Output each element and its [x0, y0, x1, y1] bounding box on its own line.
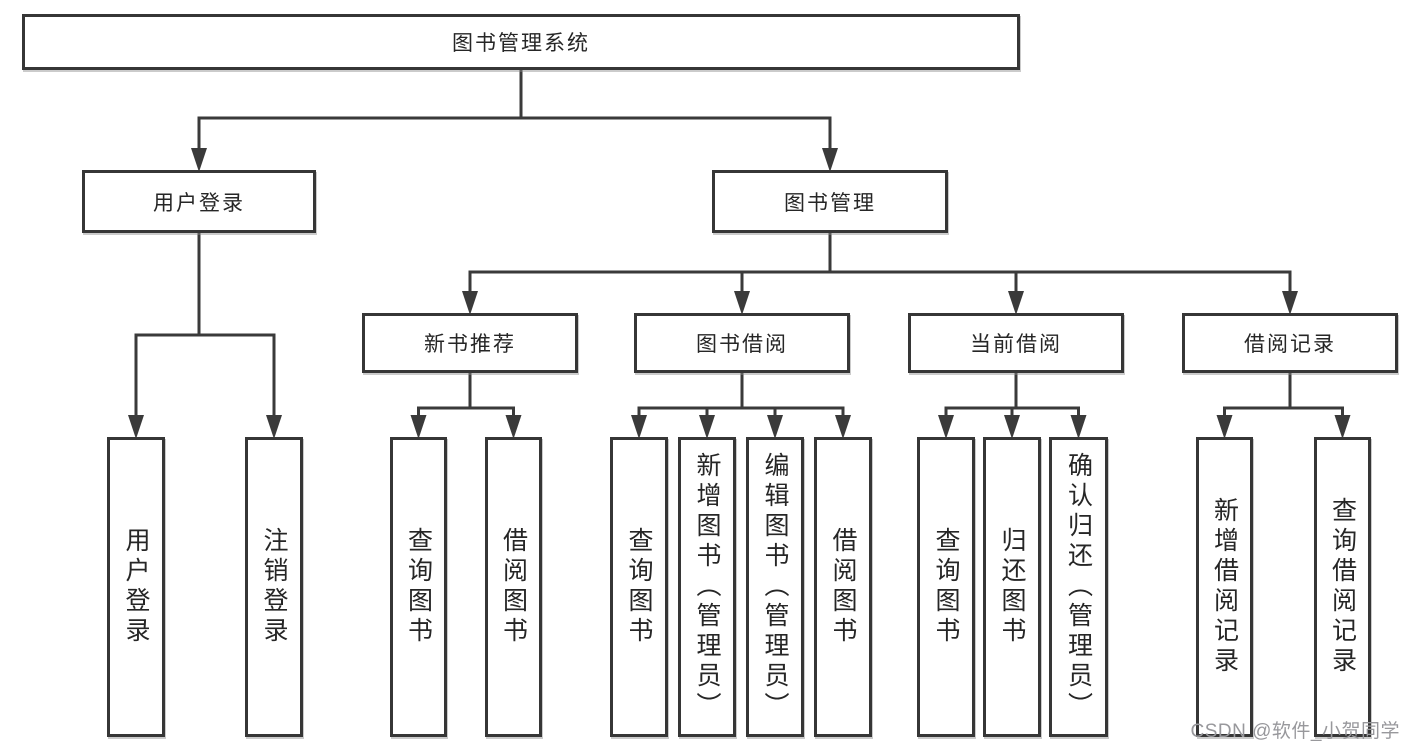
node-root: 图书管理系统: [22, 14, 1020, 70]
node-newbook: 新书推荐: [362, 313, 578, 373]
arrowhead-icon: [1216, 415, 1233, 439]
node-label-cur-return: 归还图书: [998, 527, 1026, 647]
node-label-nb-borrow: 借阅图书: [499, 527, 528, 647]
node-mgmt: 图书管理: [712, 170, 948, 233]
arrowhead-icon: [266, 415, 282, 439]
arrowhead-icon: [938, 415, 954, 439]
node-bw-edit: 编辑图书（管理员）: [746, 437, 804, 737]
node-cur-return: 归还图书: [983, 437, 1041, 737]
node-bw-borrow: 借阅图书: [814, 437, 872, 737]
node-cur-confirm: 确认归还（管理员）: [1049, 437, 1108, 737]
node-borrow: 图书借阅: [634, 313, 850, 373]
node-label-records: 借阅记录: [1244, 333, 1336, 356]
node-label-borrow: 图书借阅: [696, 333, 788, 356]
node-label-current: 当前借阅: [970, 333, 1062, 356]
node-label-login: 用户登录: [153, 191, 245, 215]
node-label-user-login: 用户登录: [122, 527, 150, 647]
arrowhead-icon: [191, 148, 207, 172]
node-label-logout: 注销登录: [260, 527, 288, 647]
node-nb-borrow: 借阅图书: [485, 437, 542, 737]
arrowhead-icon: [1008, 291, 1024, 315]
arrowhead-icon: [822, 148, 838, 172]
node-bw-query: 查询图书: [610, 437, 668, 737]
arrowhead-icon: [1004, 415, 1020, 439]
node-label-nb-query: 查询图书: [404, 527, 433, 647]
node-rec-add: 新增借阅记录: [1196, 437, 1253, 737]
node-rec-query: 查询借阅记录: [1314, 437, 1371, 737]
node-bw-add: 新增图书（管理员）: [678, 437, 736, 737]
node-label-newbook: 新书推荐: [424, 333, 516, 356]
node-logout: 注销登录: [245, 437, 303, 737]
arrowhead-icon: [462, 291, 478, 315]
arrowhead-icon: [631, 415, 647, 439]
arrowhead-icon: [410, 415, 427, 439]
arrowhead-icon: [505, 415, 522, 439]
node-label-rec-add: 新增借阅记录: [1210, 497, 1239, 677]
node-current: 当前借阅: [908, 313, 1124, 373]
node-label-bw-add: 新增图书（管理员）: [693, 452, 721, 722]
arrowhead-icon: [128, 415, 144, 439]
node-records: 借阅记录: [1182, 313, 1398, 373]
arrowhead-icon: [699, 415, 715, 439]
node-label-bw-borrow: 借阅图书: [829, 527, 857, 647]
node-label-rec-query: 查询借阅记录: [1328, 497, 1357, 677]
node-label-root: 图书管理系统: [452, 32, 590, 55]
arrowhead-icon: [1282, 291, 1298, 315]
node-label-cur-query: 查询图书: [932, 527, 960, 647]
node-label-cur-confirm: 确认归还（管理员）: [1064, 452, 1093, 722]
arrowhead-icon: [1070, 415, 1087, 439]
node-nb-query: 查询图书: [390, 437, 447, 737]
node-cur-query: 查询图书: [917, 437, 975, 737]
node-login: 用户登录: [82, 170, 316, 233]
node-user-login: 用户登录: [107, 437, 165, 737]
arrowhead-icon: [1334, 415, 1351, 439]
arrowhead-icon: [767, 415, 783, 439]
arrowhead-icon: [734, 291, 750, 315]
node-label-bw-edit: 编辑图书（管理员）: [761, 452, 789, 722]
arrowhead-icon: [835, 415, 851, 439]
node-label-bw-query: 查询图书: [625, 527, 653, 647]
node-label-mgmt: 图书管理: [784, 191, 876, 215]
watermark: CSDN @软件_小贺同学: [1190, 721, 1400, 742]
